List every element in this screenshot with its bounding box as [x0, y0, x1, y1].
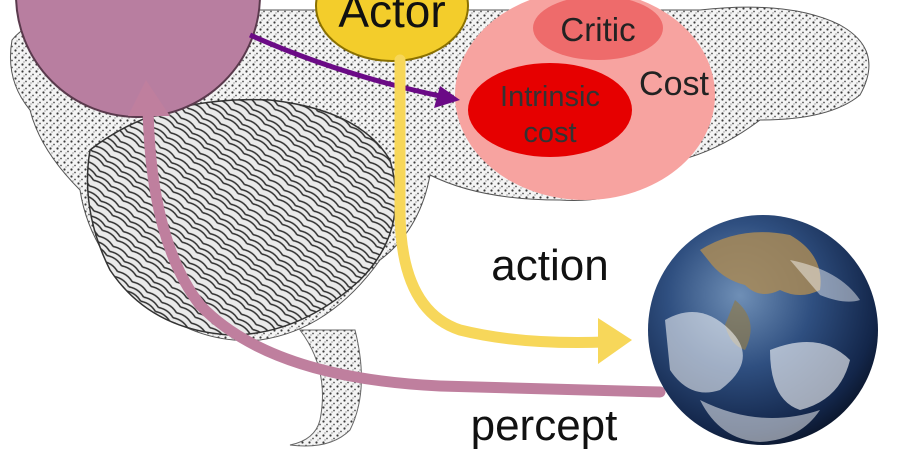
- action-label: action: [491, 241, 608, 290]
- actor-label: Actor: [338, 0, 445, 37]
- intrinsic-cost-label-line2: cost: [523, 117, 576, 149]
- brainstem-shape: [290, 330, 361, 446]
- percept-label: percept: [471, 401, 618, 450]
- critic-label: Critic: [560, 11, 635, 48]
- cerebellum-shape: [88, 100, 396, 335]
- intrinsic-cost-label-line1: Intrinsic: [500, 81, 600, 113]
- earth-globe-icon: [648, 215, 878, 445]
- cost-label: Cost: [639, 65, 709, 103]
